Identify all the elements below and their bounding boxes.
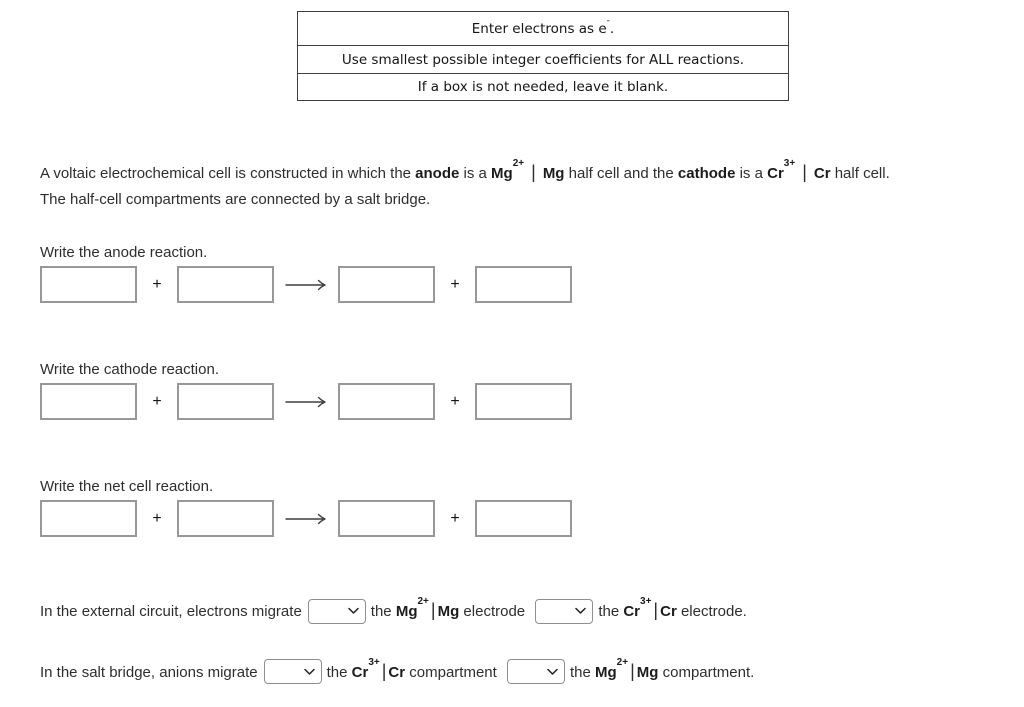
anode-reaction-label: Write the anode reaction. (40, 244, 208, 261)
chem-mg-metal: Mg (542, 165, 565, 182)
anode-word: anode (415, 165, 460, 182)
charge-superscript: 3+ (783, 158, 796, 169)
plus-sign: + (152, 275, 162, 293)
instruction-row-blank: If a box is not needed, leave it blank. (297, 73, 789, 101)
electron-migrate-select-1[interactable] (307, 598, 366, 624)
section-anode-reaction: Write the anode reaction. + + (40, 245, 1024, 303)
anode-reactant-1-input[interactable] (40, 266, 137, 303)
half-cell-divider: | (381, 660, 387, 681)
arrow-right-icon (274, 279, 338, 291)
chem-mg-metal: Mg (636, 663, 659, 681)
anode-reactant-2-input[interactable] (177, 266, 274, 303)
plus-sign: + (152, 509, 162, 527)
net-product-2-input[interactable] (475, 500, 572, 537)
chem-cr-metal: Cr (813, 165, 831, 182)
instructions-table: Enter electrons as e-. Use smallest poss… (297, 11, 789, 101)
charge-superscript: 2+ (616, 656, 629, 668)
section-net-cell-reaction: Write the net cell reaction. + + (40, 479, 1024, 537)
net-cell-reaction-label: Write the net cell reaction. (40, 478, 214, 495)
cathode-reaction-row: + + (40, 383, 1024, 420)
half-cell-divider: | (630, 660, 635, 681)
instruction-row-electrons: Enter electrons as e-. (297, 11, 789, 46)
cathode-reaction-label: Write the cathode reaction. (40, 361, 219, 378)
chevron-down-icon (348, 607, 359, 614)
instruction-text: Use smallest possible integer coefficien… (341, 51, 745, 68)
electron-migrate-select-2[interactable] (535, 598, 594, 624)
plus-sign: + (152, 392, 162, 410)
chem-cr-ion: Cr3+ (767, 158, 796, 183)
chem-mg-metal: Mg (437, 603, 460, 620)
chem-cr-metal: Cr (660, 603, 677, 620)
anion-migrate-select-1[interactable] (263, 659, 322, 685)
plus-sign: + (450, 392, 460, 410)
chem-mg-ion: Mg2+ (395, 596, 429, 621)
charge-superscript: 2+ (512, 158, 525, 169)
chem-cr-ion: Cr3+ (623, 596, 652, 621)
cathode-word: cathode (677, 165, 736, 182)
chem-cr-ion: Cr3+ (351, 656, 380, 681)
cathode-product-2-input[interactable] (475, 383, 572, 420)
arrow-right-icon (274, 513, 338, 525)
anode-reaction-row: + + (40, 266, 1024, 303)
problem-line-2: The half-cell compartments are connected… (40, 191, 431, 208)
superscript-minus: - (606, 16, 610, 26)
charge-superscript: 2+ (417, 596, 429, 607)
anode-product-1-input[interactable] (338, 266, 435, 303)
anion-migrate-select-2[interactable] (506, 659, 565, 685)
plus-sign: + (450, 509, 460, 527)
instruction-row-coefficients: Use smallest possible integer coefficien… (297, 45, 789, 74)
net-product-1-input[interactable] (338, 500, 435, 537)
cathode-reactant-1-input[interactable] (40, 383, 137, 420)
charge-superscript: 3+ (640, 596, 652, 607)
section-cathode-reaction: Write the cathode reaction. + + (40, 362, 1024, 420)
net-reactant-1-input[interactable] (40, 500, 137, 537)
cathode-reactant-2-input[interactable] (177, 383, 274, 420)
chem-mg-ion: Mg2+ (491, 158, 525, 183)
chem-mg-ion: Mg2+ (595, 656, 629, 681)
chem-cr-metal: Cr (388, 663, 406, 681)
plus-sign: + (450, 275, 460, 293)
instruction-text: Enter electrons as e (471, 20, 607, 37)
net-reactant-2-input[interactable] (177, 500, 274, 537)
arrow-right-icon (274, 396, 338, 408)
half-cell-divider: | (531, 162, 536, 182)
charge-superscript: 3+ (368, 656, 380, 668)
half-cell-divider: | (430, 600, 436, 620)
net-cell-reaction-row: + + (40, 500, 1024, 537)
problem-statement: A voltaic electrochemical cell is constr… (40, 158, 890, 209)
instruction-text: If a box is not needed, leave it blank. (417, 79, 669, 95)
chevron-down-icon (547, 668, 558, 675)
cathode-product-1-input[interactable] (338, 383, 435, 420)
half-cell-divider: | (653, 600, 659, 620)
anode-product-2-input[interactable] (475, 266, 572, 303)
external-circuit-sentence: In the external circuit, electrons migra… (40, 597, 1024, 626)
half-cell-divider: | (802, 162, 807, 182)
chevron-down-icon (303, 668, 315, 675)
chevron-down-icon (575, 607, 587, 614)
